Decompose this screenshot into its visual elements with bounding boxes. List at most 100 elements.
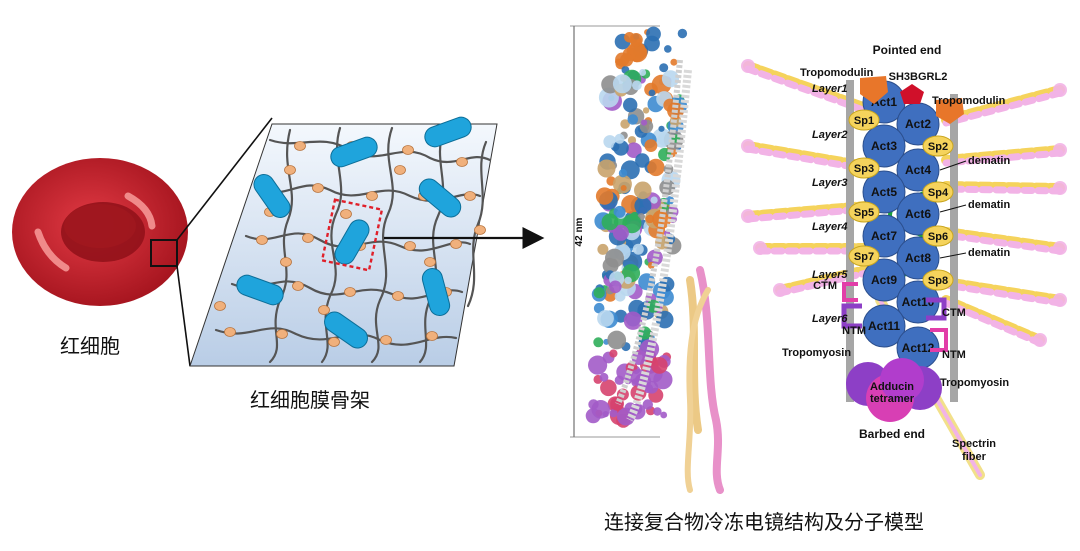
spectrin-fiber-label-line1: Spectrin: [952, 438, 996, 450]
barbed-end-label: Barbed end: [859, 427, 925, 441]
density-blob: [609, 349, 618, 358]
density-blob: [600, 379, 617, 397]
junction-node: [276, 329, 288, 339]
scale-bar-label: 42 nm: [574, 217, 585, 246]
junction-node: [280, 257, 292, 267]
actin-7: [862, 214, 906, 258]
spectrin-fiber-end: [1053, 181, 1067, 195]
tropomyosin-right-label: Tropomyosin: [940, 377, 1009, 389]
molecular-model: Act1Act2Act3Act4Act5Act6Act7Act8Act9Act1…: [741, 59, 1067, 480]
actin-label-4: Act4: [905, 163, 931, 177]
spectrin-site-label-6: Sp6: [928, 231, 948, 243]
density-blob: [593, 337, 604, 348]
density-blob: [620, 185, 627, 191]
actin-subunits: Act1Act2Act3Act4Act5Act6Act7Act8Act9Act1…: [862, 80, 940, 370]
spectrin-fiber-end: [753, 241, 767, 255]
density-blob: [641, 119, 648, 126]
sh3bgrl2-shape: [900, 84, 924, 104]
density-blob: [595, 187, 614, 205]
density-blob: [657, 289, 674, 306]
spectrin-site-label-3: Sp3: [854, 163, 874, 175]
selection-highlight: [320, 198, 384, 272]
density-blob: [623, 97, 638, 113]
spectrin-fiber-end: [741, 209, 755, 223]
density-blob: [626, 142, 642, 158]
density-blob: [597, 243, 609, 255]
density-blob: [612, 224, 629, 241]
spectrin-fiber-end: [1053, 83, 1067, 97]
junction-node: [402, 145, 414, 155]
junction-node: [340, 209, 352, 219]
density-blob: [634, 181, 652, 200]
junction-node: [318, 305, 330, 315]
density-blob: [645, 214, 655, 224]
spectrin-fiber-end: [741, 139, 755, 153]
junction-node: [456, 157, 468, 167]
membrane-skeleton-caption: 红细胞膜骨架: [250, 388, 370, 412]
junction-node: [224, 327, 236, 337]
tropomodulin-right-label: Tropomodulin: [932, 95, 1006, 107]
density-blob: [646, 249, 663, 266]
density-blob: [650, 196, 658, 204]
actin-label-8: Act8: [905, 251, 931, 265]
tropomodulin-left-shape: [860, 76, 888, 104]
density-blob: [609, 280, 622, 294]
density-blob: [627, 136, 637, 145]
junction-node: [392, 291, 404, 301]
tropomodulin-left-label: Tropomodulin: [800, 67, 874, 79]
spectrin-fiber-end: [1053, 143, 1067, 157]
layer-label-2: Layer2: [812, 129, 847, 141]
actin-label-12: Act12: [902, 341, 935, 355]
spectrin-site-4: [922, 181, 954, 203]
density-blob: [612, 74, 632, 94]
actin-label-3: Act3: [871, 139, 897, 153]
ctm-right-label: CTM: [942, 307, 966, 319]
density-blob: [627, 114, 639, 125]
spectrin-site-2: [922, 135, 954, 157]
junction-node: [474, 225, 486, 235]
junction-node: [312, 183, 324, 193]
density-blob: [655, 235, 670, 250]
adducin-label-line2: tetramer: [870, 393, 915, 405]
junction-node: [380, 335, 392, 345]
tropomyosin-rod-left: [846, 80, 854, 402]
spectrin-fiber-pink: [942, 231, 1064, 255]
ctm-left-label: CTM: [813, 280, 837, 292]
density-blob: [615, 58, 622, 66]
density-blob: [623, 311, 643, 330]
junction-node: [256, 235, 268, 245]
junction-node: [302, 233, 314, 243]
junction-node: [284, 165, 296, 175]
spectrin-fiber-end: [1033, 333, 1047, 347]
tropomodulin-right-shape: [936, 98, 964, 124]
spectrin-fiber-pink: [942, 299, 1044, 347]
density-blob: [591, 400, 610, 419]
dematin-label-1: dematin: [968, 155, 1010, 167]
density-blob: [618, 169, 628, 178]
junction-node: [424, 257, 436, 267]
junction-node: [464, 191, 476, 201]
density-blob: [635, 153, 650, 168]
density-blob: [659, 63, 669, 73]
actin-label-11: Act11: [868, 319, 900, 333]
density-blob: [597, 310, 614, 327]
density-blob: [657, 132, 672, 146]
spectrin-site-label-5: Sp5: [854, 207, 874, 219]
junction-node: [328, 337, 340, 347]
junction-node: [344, 287, 356, 297]
actin-label-5: Act5: [871, 185, 897, 199]
ctm-right-bracket: [926, 297, 947, 321]
actin-3: [862, 124, 906, 168]
layer-label-6: Layer6: [812, 313, 848, 325]
density-blob: [601, 213, 619, 231]
sh3bgrl2-label: SH3BGRL2: [889, 71, 948, 83]
density-blob: [664, 45, 672, 53]
density-blob: [620, 53, 634, 67]
actin-11: [862, 304, 906, 348]
membrane-skeleton-panel: [189, 116, 498, 367]
dematin-label-3: dematin: [968, 247, 1010, 259]
density-blob: [614, 133, 625, 144]
model-labels: Pointed end SH3BGRL2 Tropomodulin Tropom…: [782, 43, 1010, 463]
spectrin-site-3: [848, 157, 880, 179]
